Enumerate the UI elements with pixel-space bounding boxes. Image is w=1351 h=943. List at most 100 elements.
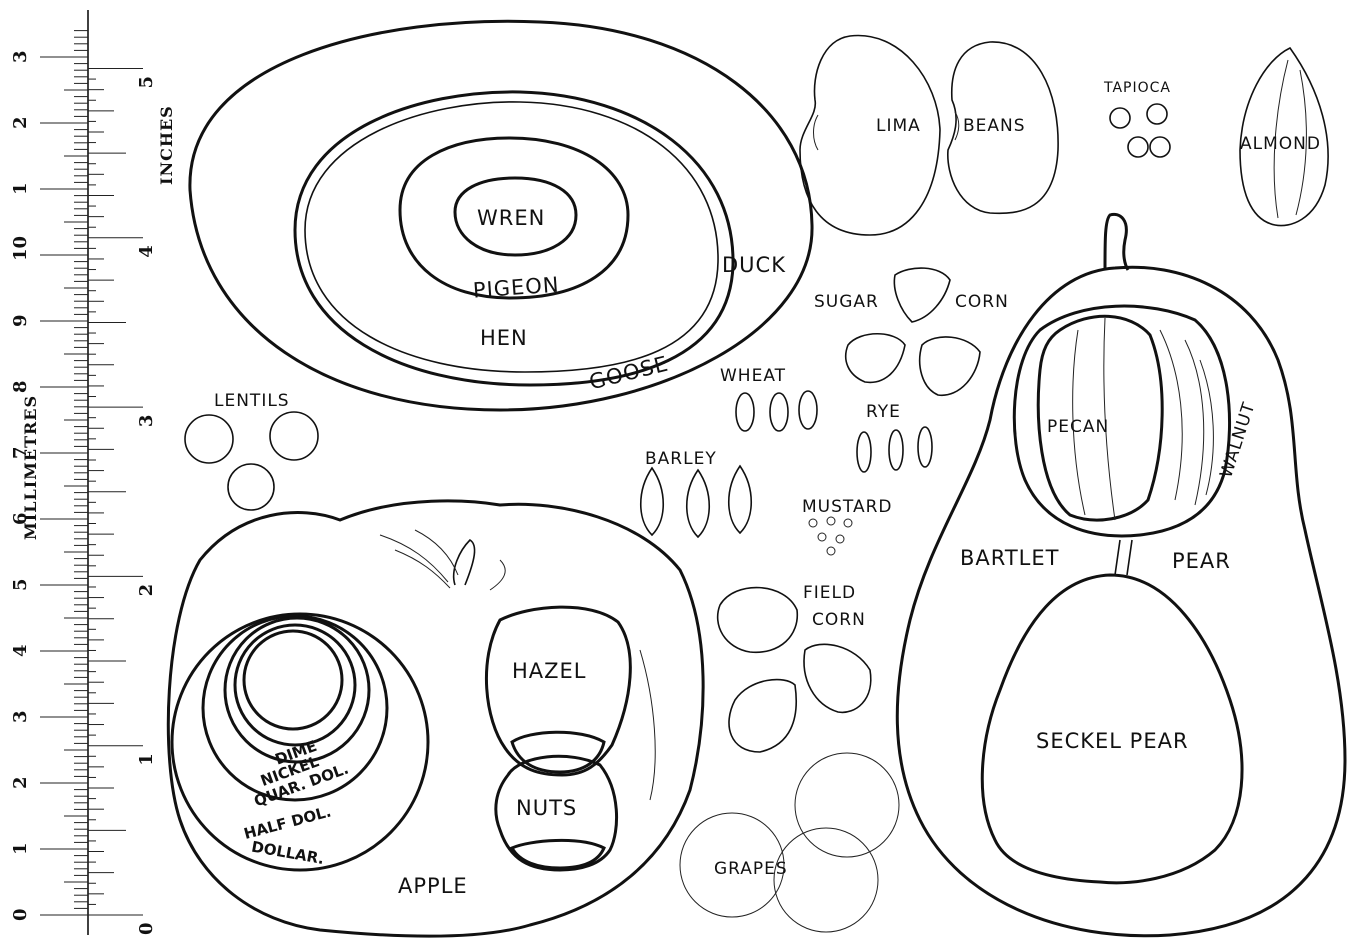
nuts-label: NUTS [516,796,577,820]
corn-label: CORN [955,292,1009,312]
cm-number: 5 [10,578,31,591]
bartlett-label: BARTLET [960,546,1059,570]
tapioca-pearl [1128,137,1148,157]
rye-grain [918,427,932,467]
lentils-label: LENTILS [214,391,290,411]
almond: ALMOND [1240,48,1328,226]
lentil [185,415,233,463]
pear-label: PEAR [1172,549,1231,573]
mustard-seed [836,535,844,543]
cm-number: 0 [10,908,31,921]
dime-coin [244,631,342,729]
sugar-corn: SUGAR CORN [814,268,1009,395]
field-label: FIELD [803,583,856,603]
wheat-grain [799,391,817,429]
inch-number: 3 [136,415,157,428]
tapioca-pearl [1150,137,1170,157]
inch-labels: 0 1 2 3 4 5 [136,76,157,935]
wheat-label: WHEAT [720,366,786,386]
cm-number: 2 [10,776,31,789]
inch-number: 2 [136,584,157,597]
pecan-label: PECAN [1047,417,1109,437]
hazel-nut [486,607,630,775]
barley-label: BARLEY [645,449,717,469]
cm-number: 3 [10,710,31,723]
mustard-seed [809,519,817,527]
inches-title: INCHES [157,105,176,185]
barley-grain [687,470,710,537]
mustard-label: MUSTARD [802,497,893,517]
grapes: GRAPES [680,753,899,932]
tapioca-label: TAPIOCA [1103,80,1171,96]
cm-number: 1 [10,842,31,855]
rye-grain [889,430,903,470]
bartlett-pear: PECAN WALNUT BARTLET PEAR SECKEL PEAR [897,214,1345,935]
inch-number: 4 [136,245,157,258]
goose-label: GOOSE [587,351,671,394]
mustard-seed [827,547,835,555]
lima-beans: LIMA BEANS [800,36,1058,235]
cm-number: 1 [10,182,31,195]
walnut-label: WALNUT [1216,400,1259,481]
beans-label: BEANS [963,116,1026,136]
mustard-seed [818,533,826,541]
sugar-corn-kernel [920,337,980,395]
hazel-label: HAZEL [512,659,587,683]
rye-grain [857,432,871,472]
apple-label: APPLE [398,874,468,898]
field-corn-kernel [804,644,871,712]
lentil [228,464,274,510]
inch-number: 1 [136,753,157,766]
millimetres-title: MILLIMETRES [21,395,40,540]
hen-label: HEN [480,326,528,350]
apple: APPLE DIME NICKEL QUAR. DOL. HALF DOL. D… [168,501,703,936]
lima-bean-hilum [814,115,819,150]
grapes-label: GRAPES [714,859,788,879]
sugar-corn-kernel [894,268,950,322]
lima-label: LIMA [876,116,921,136]
mustard-seed [844,519,852,527]
field-corn-kernel [718,588,798,653]
egg-group: WREN PIGEON HEN GOOSE DUCK [190,21,812,410]
seckel-pear-stem [1115,540,1132,575]
cm-number: 9 [10,314,31,327]
wren-label: WREN [477,206,545,230]
wheat-grain [770,393,788,431]
tapioca-pearl [1110,108,1130,128]
cm-number: 2 [10,116,31,129]
nickel-coin [235,625,355,745]
sugar-corn-kernel [846,334,905,383]
seckel-pear-label: SECKEL PEAR [1036,729,1189,753]
walnut-texture [1160,330,1213,505]
sugar-label: SUGAR [814,292,879,312]
bartlett-pear-outline [897,267,1345,936]
rye-label: RYE [866,402,901,422]
lentil [270,412,318,460]
cm-number: 10 [10,236,31,261]
cm-number: 3 [10,50,31,63]
pigeon-label: PIGEON [472,273,560,303]
field-corn-label: CORN [812,610,866,630]
pear-stem [1105,214,1128,270]
inch-number: 0 [136,922,157,935]
field-corn: FIELD CORN [718,583,871,752]
quarter-dollar-coin [225,618,369,762]
tapioca-pearl [1147,104,1167,124]
grape [795,753,899,857]
barley-grain [729,466,752,533]
tapioca: TAPIOCA [1103,80,1171,157]
inch-ticks [88,69,143,916]
inch-number: 5 [136,76,157,89]
grains: WHEAT RYE BARLEY MUSTARD [641,366,932,555]
apple-stem [454,540,475,585]
barley-grain [641,468,664,535]
cm-number: 8 [10,380,31,393]
duck-label: DUCK [722,253,786,277]
lentils: LENTILS [185,391,318,510]
cm-number: 4 [10,644,31,657]
field-corn-kernel [729,680,796,752]
wheat-grain [736,393,754,431]
grape [774,828,878,932]
